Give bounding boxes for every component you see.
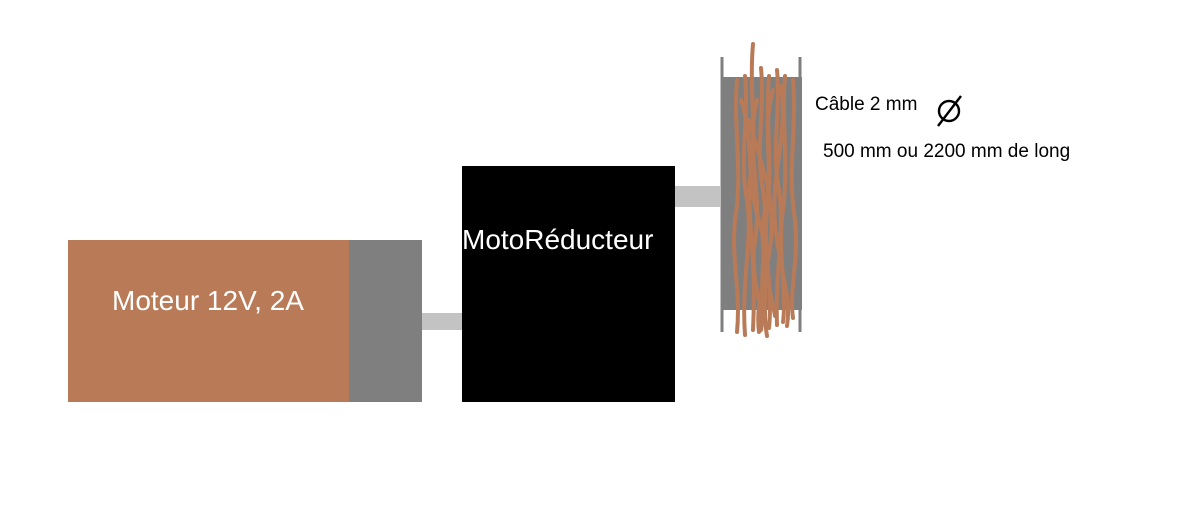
gear-reducer-block (462, 166, 675, 402)
gear-reducer-label: MotoRéducteur (462, 224, 654, 255)
cable-length-label: 500 mm ou 2200 mm de long (823, 141, 1071, 162)
diameter-symbol-icon (935, 93, 965, 132)
motor-end-cap (349, 240, 422, 402)
motor-shaft (422, 313, 463, 330)
cable-label: Câble 2 mm (815, 94, 918, 115)
output-shaft (675, 186, 720, 207)
motor-block (68, 240, 349, 402)
motor-label: Moteur 12V, 2A (112, 285, 304, 316)
cable-spool-icon (715, 40, 815, 350)
